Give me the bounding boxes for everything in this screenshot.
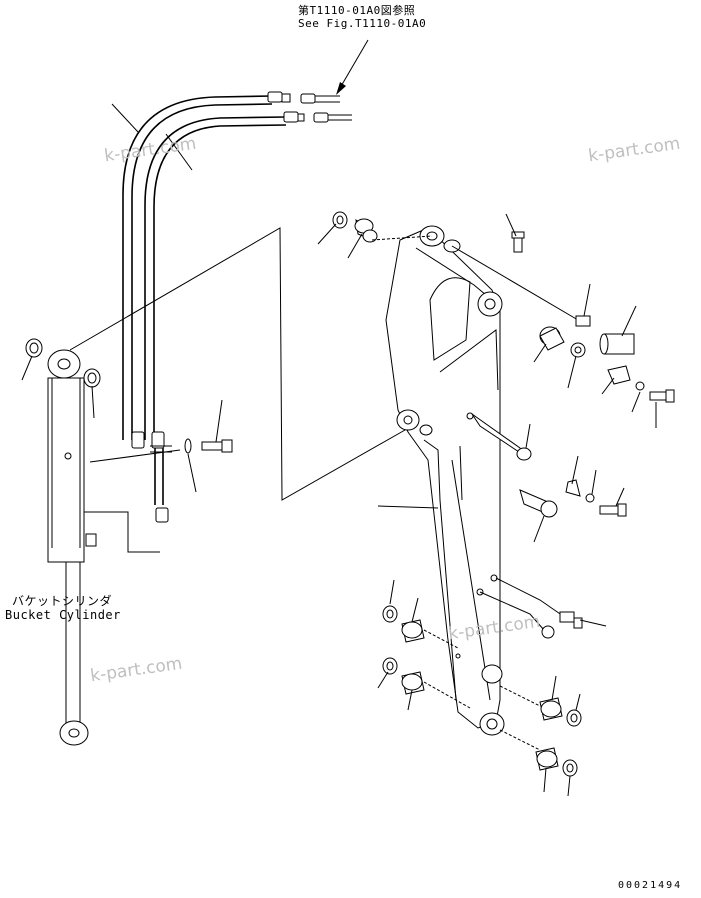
leader-lines	[21, 103, 657, 797]
lower-hose-pipe	[479, 577, 583, 639]
hose-clamp-bolt	[89, 438, 233, 463]
hydraulic-hose-outer	[122, 95, 273, 440]
assembly-boundary-line	[69, 227, 406, 501]
bucket-cylinder	[47, 349, 160, 746]
reference-arrow	[336, 39, 369, 95]
bucket-cylinder-label-en: Bucket Cylinder	[5, 608, 121, 622]
reference-label-en: See Fig.T1110-01A0	[298, 17, 427, 30]
left-lower-bushings	[382, 605, 471, 709]
hose-lower-section	[154, 448, 164, 505]
hose-fittings-bottom	[131, 431, 172, 523]
arm-top-bushing	[332, 211, 433, 243]
right-pin-group	[451, 245, 675, 403]
bucket-cylinder-label-jp: バケットシリンダ	[12, 594, 113, 608]
grease-fitting-top	[511, 231, 525, 253]
mid-pin-group	[471, 413, 627, 518]
arm-body	[385, 225, 505, 736]
cylinder-washers	[25, 338, 101, 388]
reference-label-jp: 第T1110-01A0図参照	[298, 4, 416, 17]
right-lower-bushings	[499, 685, 582, 777]
drawing-number: 00021494	[618, 880, 683, 891]
hose-fittings-top	[267, 91, 352, 123]
hydraulic-hose-inner	[144, 116, 287, 440]
